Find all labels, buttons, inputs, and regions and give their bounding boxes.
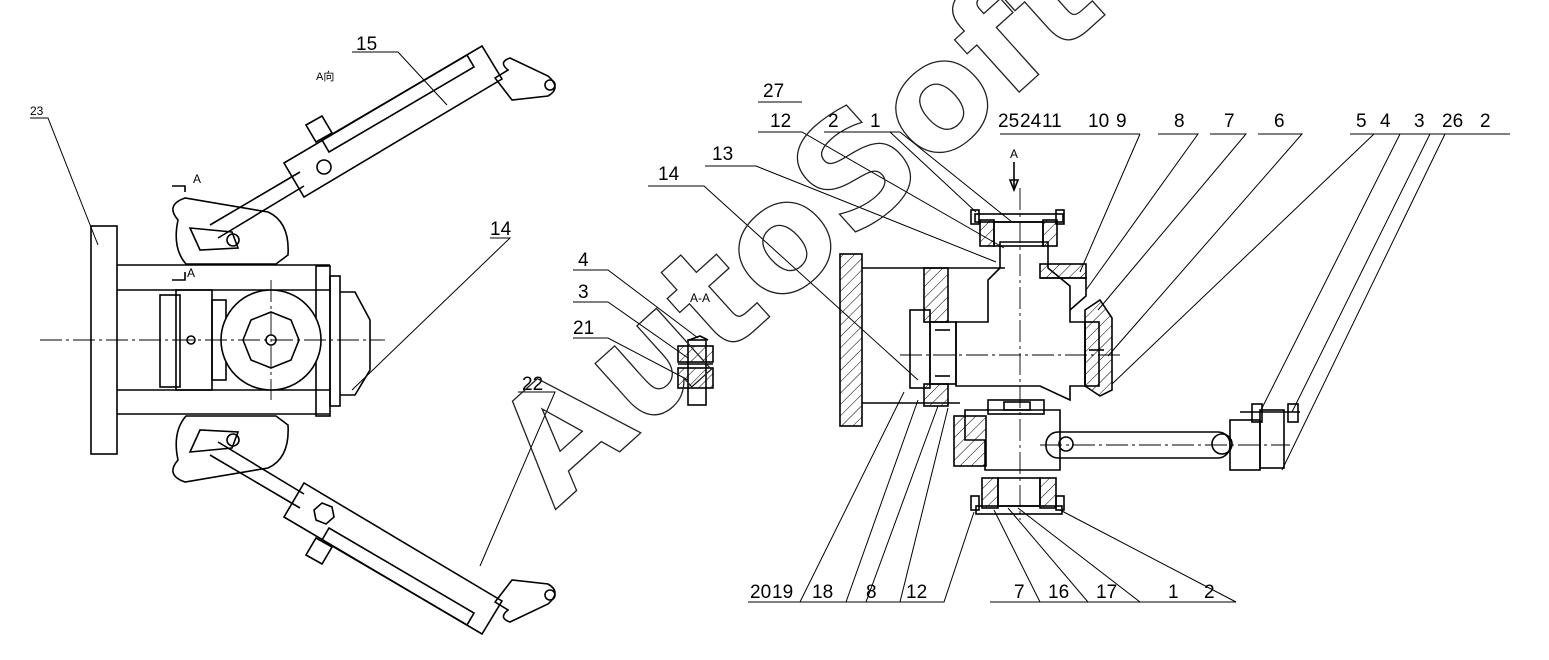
callout-section-4: 4 xyxy=(578,250,589,271)
lower-hydraulic-cylinder xyxy=(209,441,556,636)
view-mark-a-right: A xyxy=(1010,147,1018,161)
watermark: AutoSoft xyxy=(463,0,1134,537)
callout-3-top: 3 xyxy=(1414,111,1425,132)
callout-2-right: 2 xyxy=(1480,111,1491,132)
callout-7-top: 7 xyxy=(1224,111,1235,132)
callout-26: 26 xyxy=(1442,111,1463,132)
callout-4-top: 4 xyxy=(1380,111,1391,132)
section-pin xyxy=(687,339,707,406)
callout-23: 23 xyxy=(30,104,44,118)
callout-17: 17 xyxy=(1096,582,1117,603)
callout-section-3: 3 xyxy=(578,282,589,303)
callout-27: 27 xyxy=(763,81,784,102)
callout-19: 19 xyxy=(772,582,793,603)
callout-5: 5 xyxy=(1356,111,1367,132)
section-mark-a-upper: A xyxy=(193,172,201,186)
left-view: A A A向 23 15 14 22 xyxy=(30,34,556,636)
callout-10: 10 xyxy=(1088,111,1109,132)
callout-2-top: 2 xyxy=(828,111,839,132)
right-assembly: A 27 12 2 1 25 24 11 10 9 8 7 6 5 4 3 26… xyxy=(648,81,1510,603)
callout-13: 13 xyxy=(712,144,733,165)
section-mark-a-lower: A xyxy=(187,266,195,280)
section-a-a: A-A 4 3 21 xyxy=(573,250,714,406)
callout-24: 24 xyxy=(1020,111,1042,132)
callout-18: 18 xyxy=(812,582,833,603)
callout-20: 20 xyxy=(750,582,771,603)
callout-1-bottom: 1 xyxy=(1168,582,1179,603)
callout-1-top: 1 xyxy=(870,111,881,132)
section-title: A-A xyxy=(690,291,710,305)
view-direction-mark: A向 xyxy=(316,69,334,83)
callout-22: 22 xyxy=(522,374,543,395)
callout-14-right: 14 xyxy=(658,164,680,185)
callout-2-bottom: 2 xyxy=(1204,582,1215,603)
callout-section-21: 21 xyxy=(573,318,594,339)
upper-hydraulic-cylinder xyxy=(209,44,556,239)
valve-body xyxy=(955,241,1086,402)
callout-16: 16 xyxy=(1048,582,1069,603)
callout-11: 11 xyxy=(1042,111,1062,132)
callout-14: 14 xyxy=(490,219,512,240)
callout-7-bottom: 7 xyxy=(1014,582,1025,603)
callout-6: 6 xyxy=(1274,111,1285,132)
callout-25: 25 xyxy=(998,111,1019,132)
callout-12-bottom: 12 xyxy=(906,582,927,603)
wall-plate xyxy=(839,253,863,427)
callout-15: 15 xyxy=(356,34,377,55)
callout-8-bottom: 8 xyxy=(866,582,877,603)
horizontal-hydraulic-cylinder xyxy=(1045,403,1300,471)
callout-9: 9 xyxy=(1116,111,1127,132)
callout-8-top: 8 xyxy=(1174,111,1185,132)
callout-12-top: 12 xyxy=(770,111,791,132)
